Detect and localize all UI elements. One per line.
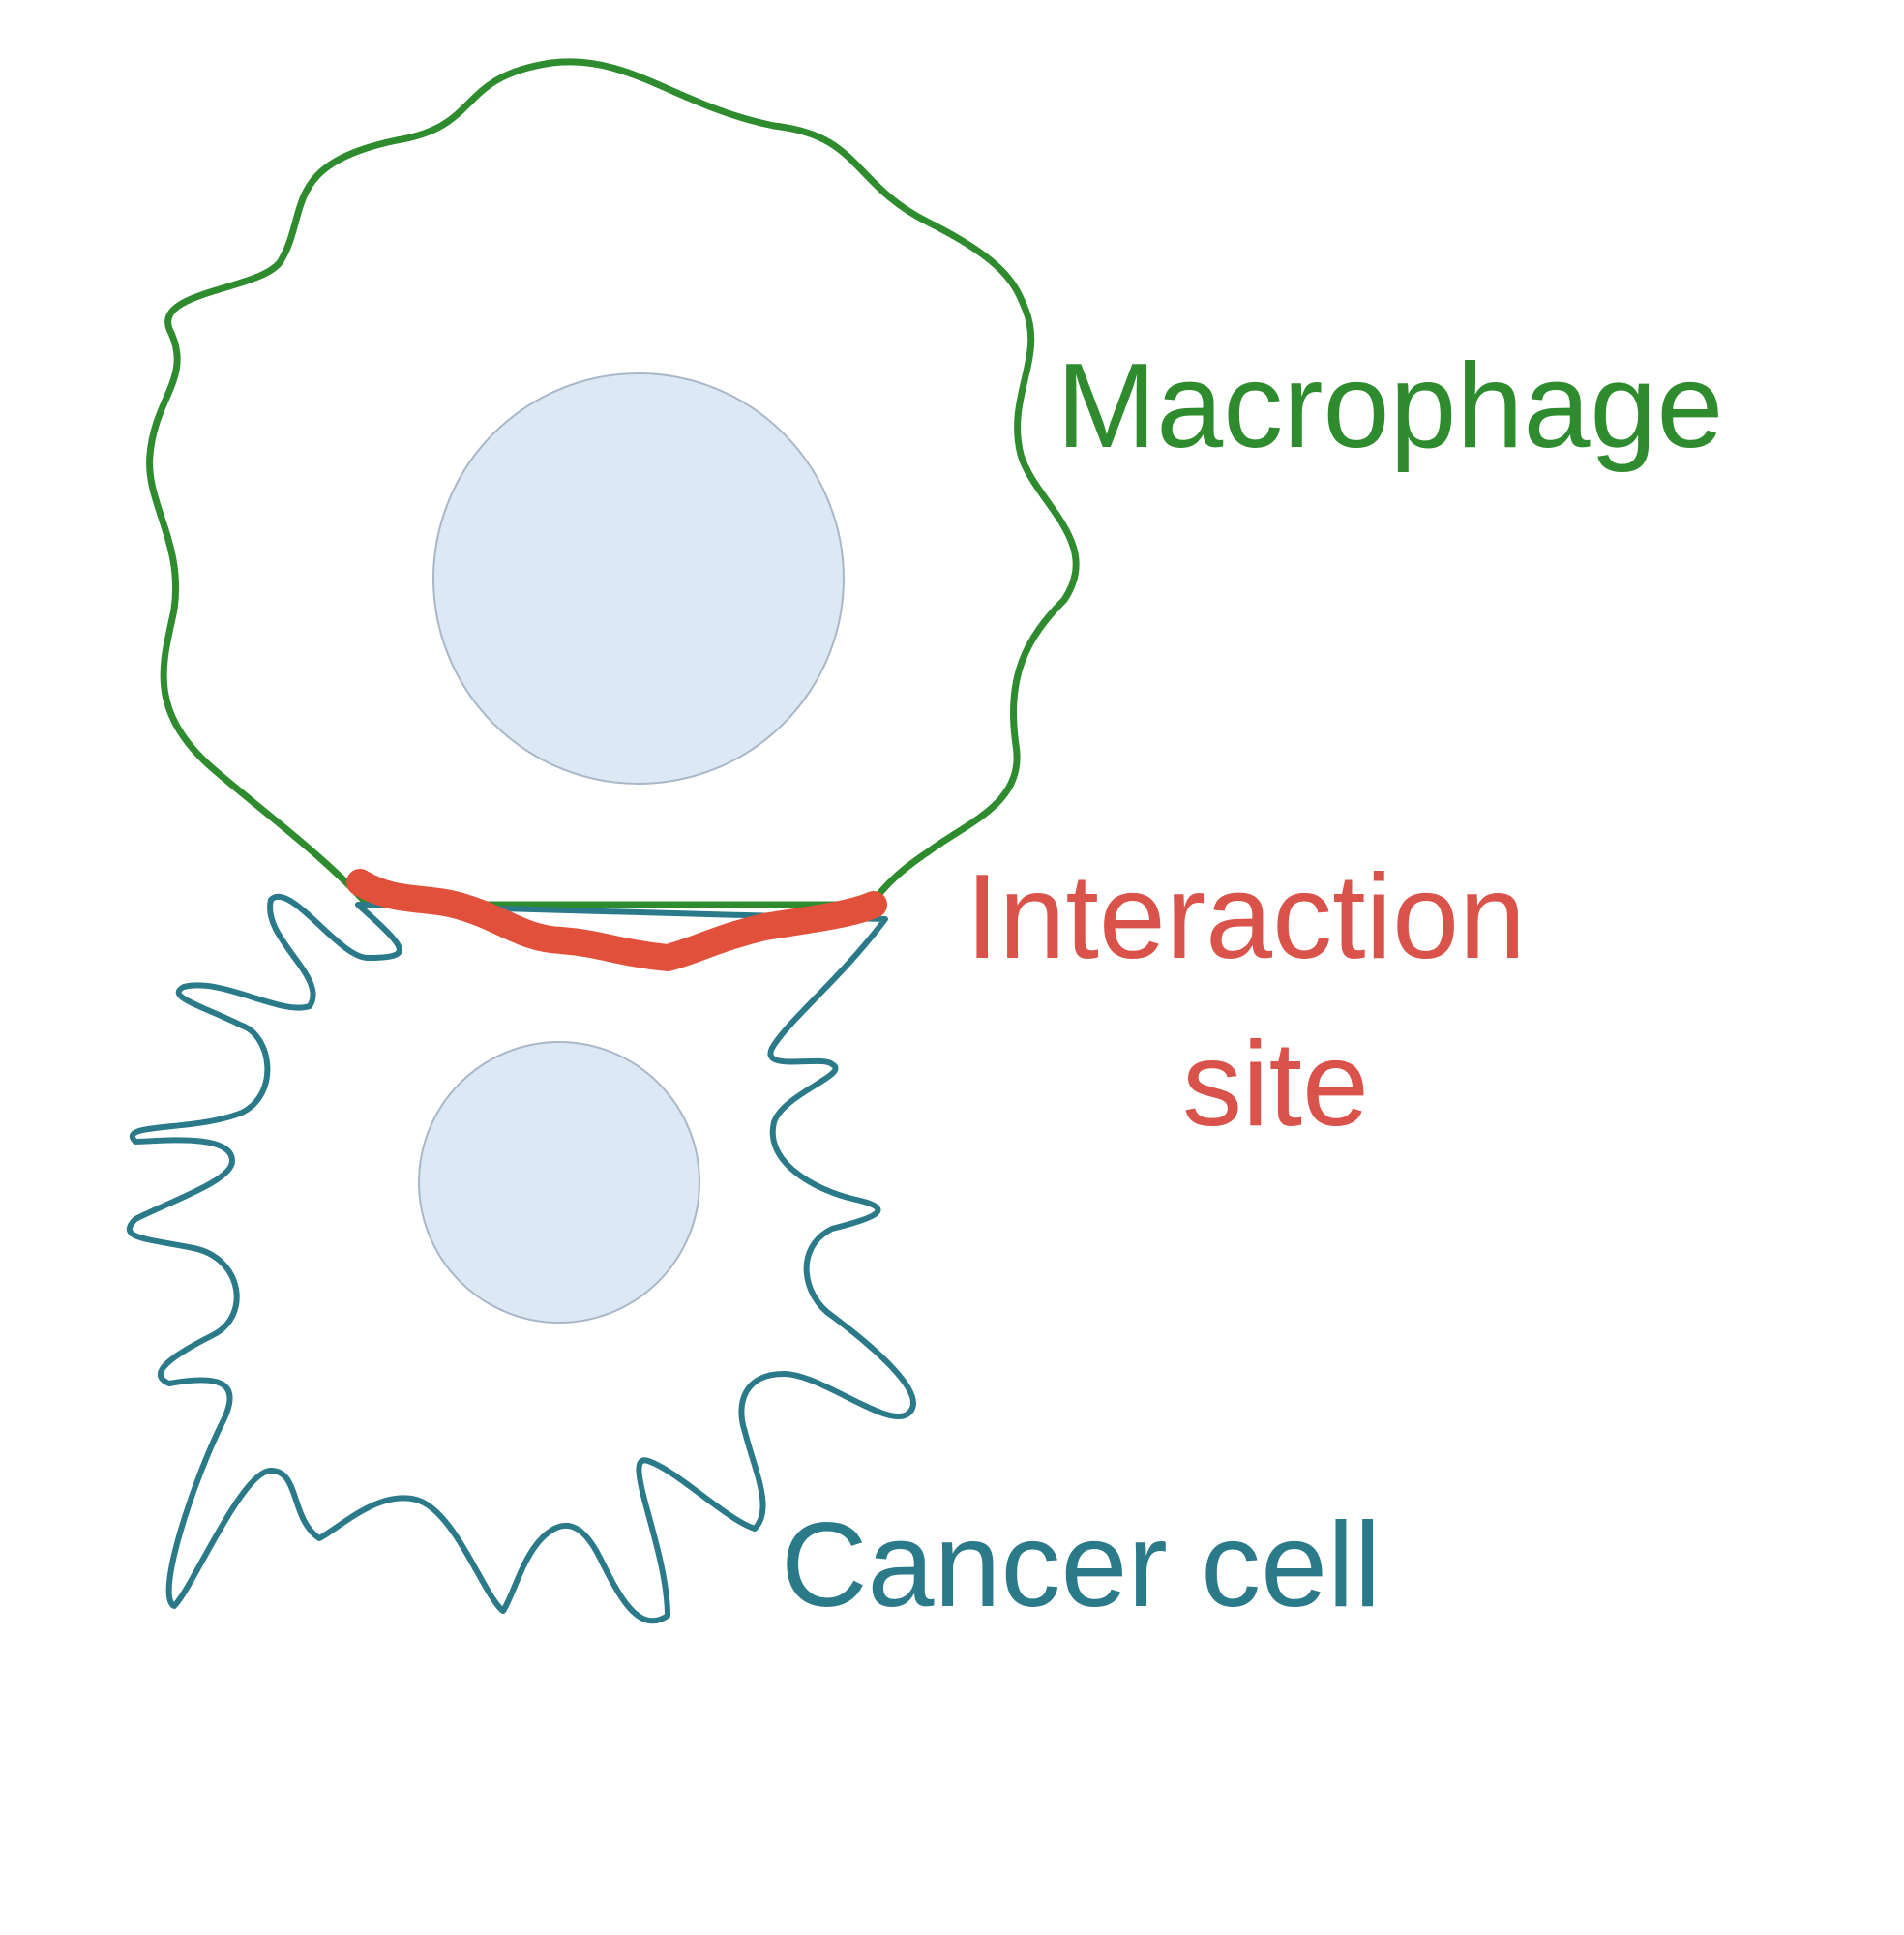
interaction-site-line — [346, 869, 887, 971]
macrophage-nucleus — [432, 372, 845, 785]
cancer-cell-nucleus — [418, 1041, 700, 1324]
interaction-site-label-line2: site — [1182, 1018, 1369, 1151]
interaction-site-label-line1: Interaction — [966, 850, 1526, 984]
macrophage-label: Macrophage — [1056, 340, 1723, 473]
cancer-cell-label: Cancer cell — [781, 1499, 1381, 1632]
